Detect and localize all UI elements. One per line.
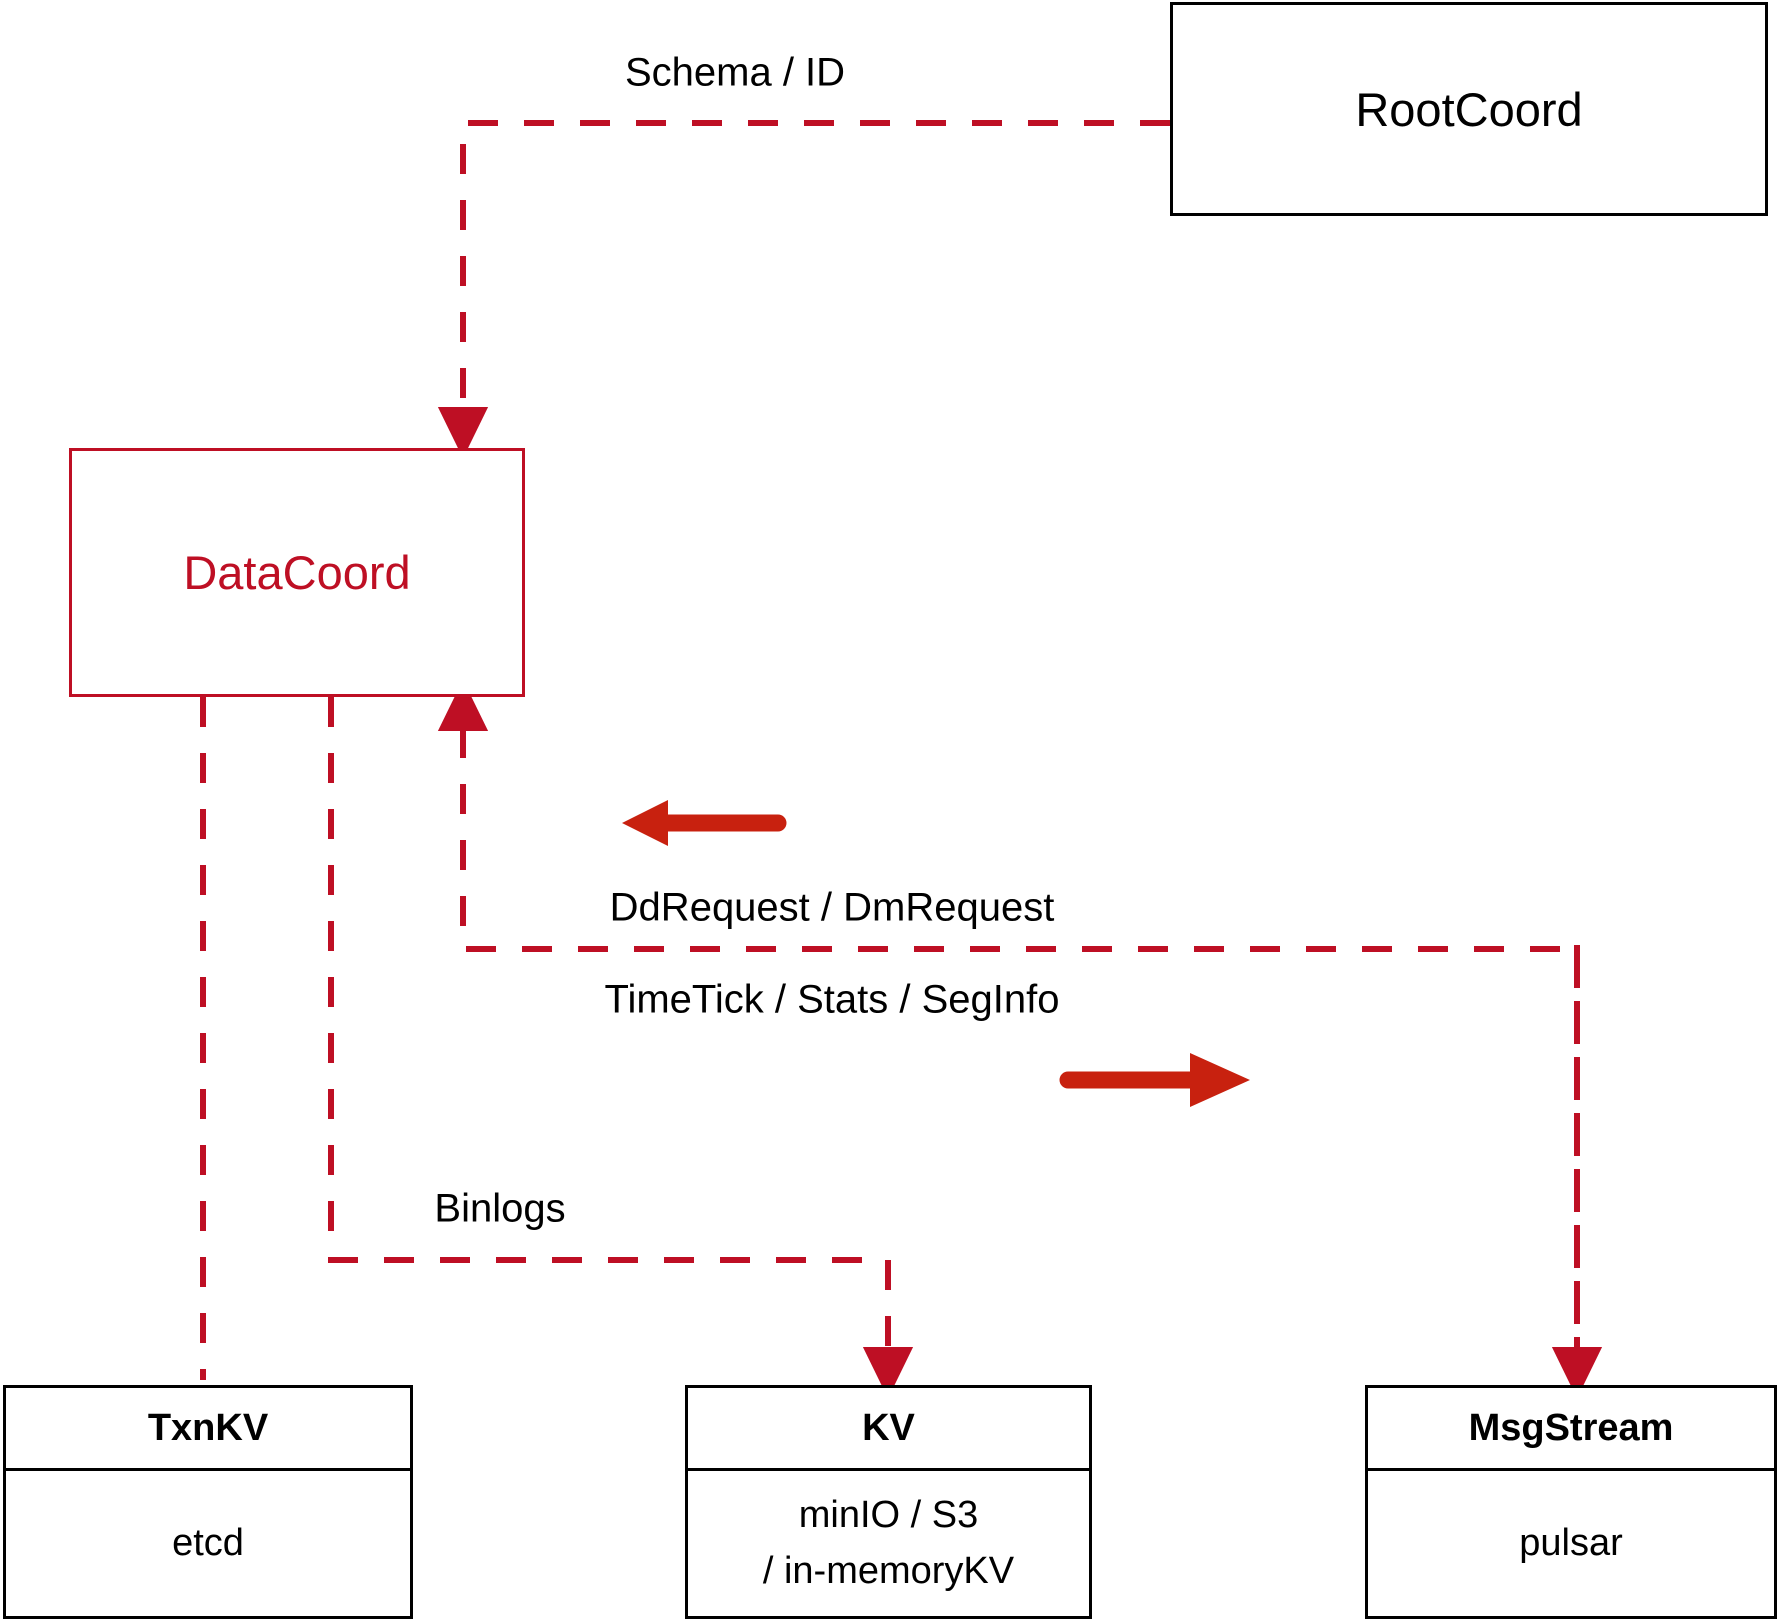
edge-datacoord-to-kv: [328, 697, 914, 1399]
node-txnkv-body: etcd: [6, 1471, 410, 1616]
edge-label-binlogs: Binlogs: [434, 1186, 566, 1231]
edge-label-timetick-stats-seginfo: TimeTick / Stats / SegInfo: [604, 977, 1060, 1022]
edge-rootcoord-to-datacoord: [437, 120, 1170, 459]
node-datacoord-label: DataCoord: [183, 546, 411, 599]
node-rootcoord-label: RootCoord: [1355, 82, 1583, 136]
node-datacoord[interactable]: DataCoord: [69, 448, 525, 697]
outbound-flow-arrow-icon: [1059, 1053, 1250, 1107]
edge-label-dd-dm-request: DdRequest / DmRequest: [609, 885, 1055, 930]
node-kv[interactable]: KV minIO / S3 / in-memoryKV: [685, 1385, 1092, 1619]
node-kv-line-1: minIO / S3: [798, 1494, 979, 1537]
edge-label-schema-id: Schema / ID: [624, 50, 846, 95]
node-msgstream-body: pulsar: [1368, 1471, 1774, 1616]
node-msgstream-line-1: pulsar: [1519, 1521, 1623, 1564]
node-rootcoord[interactable]: RootCoord: [1170, 2, 1768, 216]
node-txnkv-header: TxnKV: [6, 1388, 410, 1471]
node-msgstream-header: MsgStream: [1368, 1388, 1774, 1471]
node-kv-header: KV: [688, 1388, 1089, 1471]
node-txnkv-line-1: etcd: [172, 1521, 244, 1564]
node-msgstream[interactable]: MsgStream pulsar: [1365, 1385, 1777, 1619]
node-txnkv[interactable]: TxnKV etcd: [3, 1385, 413, 1619]
edge-datacoord-msgstream: [437, 679, 1603, 1399]
inbound-flow-arrow-icon: [622, 800, 787, 846]
node-kv-line-2: / in-memoryKV: [762, 1549, 1015, 1592]
node-kv-body: minIO / S3 / in-memoryKV: [688, 1471, 1089, 1616]
